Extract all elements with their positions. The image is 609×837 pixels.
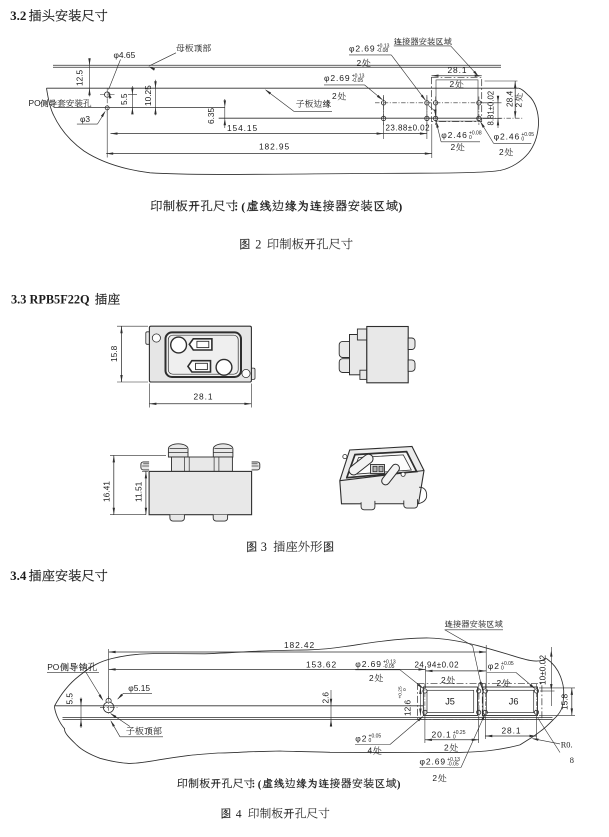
svg-text:0: 0 (369, 738, 372, 744)
svg-text:2: 2 (441, 675, 446, 685)
svg-text:+0.13: +0.13 (383, 660, 396, 666)
svg-text:24.94±0.02: 24.94±0.02 (415, 660, 460, 669)
svg-text:16.41: 16.41 (102, 481, 112, 502)
svg-text:2: 2 (444, 743, 449, 753)
svg-text:2.6: 2.6 (320, 692, 330, 704)
svg-text:φ5.15: φ5.15 (128, 683, 150, 693)
svg-text:PO: PO (47, 662, 60, 672)
svg-text:2: 2 (255, 237, 261, 251)
svg-text:(: ( (241, 199, 245, 213)
svg-text:2: 2 (450, 79, 455, 89)
svg-text:182.42: 182.42 (284, 640, 315, 650)
svg-text:+0.05: +0.05 (521, 132, 534, 138)
svg-text:3: 3 (261, 540, 267, 554)
svg-text:28.1: 28.1 (502, 726, 522, 736)
svg-text:φ4.65: φ4.65 (114, 50, 136, 60)
svg-text:φ2: φ2 (355, 733, 367, 743)
svg-text::: : (252, 778, 256, 790)
svg-text:153.62: 153.62 (306, 659, 337, 669)
svg-text:23.88±0.02: 23.88±0.02 (386, 124, 431, 133)
svg-text:PO: PO (29, 98, 42, 108)
svg-text:): ) (398, 199, 402, 213)
svg-text:J5: J5 (445, 697, 455, 707)
svg-text:20.1: 20.1 (432, 730, 452, 740)
svg-text:0: 0 (521, 137, 524, 143)
svg-text:-0.05: -0.05 (352, 78, 364, 84)
svg-text:4: 4 (368, 746, 373, 756)
svg-text:3.4: 3.4 (10, 568, 27, 583)
svg-text:+0.05: +0.05 (369, 734, 382, 740)
svg-text:154.15: 154.15 (227, 123, 258, 133)
svg-text:15.8: 15.8 (560, 693, 570, 710)
svg-text:8: 8 (570, 756, 574, 765)
svg-text:12.6: 12.6 (403, 699, 413, 716)
svg-text:15.8: 15.8 (109, 345, 119, 362)
svg-text:28.1: 28.1 (194, 392, 214, 402)
svg-text:+0.13: +0.13 (447, 757, 460, 763)
svg-text:2: 2 (357, 58, 362, 68)
svg-text:3.3 RPB5F22Q: 3.3 RPB5F22Q (11, 293, 90, 307)
svg-text:10±0.02: 10±0.02 (538, 655, 548, 685)
svg-text:0: 0 (453, 734, 456, 740)
svg-text:-0.08: -0.08 (377, 48, 389, 54)
svg-text:): ) (397, 778, 401, 790)
svg-text:11.51: 11.51 (134, 481, 144, 502)
svg-text:φ2.69: φ2.69 (355, 659, 382, 669)
svg-text:+0.13: +0.13 (352, 73, 365, 79)
svg-text:(: ( (258, 778, 262, 790)
svg-text:6.35: 6.35 (206, 107, 216, 124)
svg-text:φ2.69: φ2.69 (324, 73, 351, 83)
svg-text:J6: J6 (509, 697, 519, 707)
svg-text:2: 2 (369, 673, 374, 683)
svg-text:2: 2 (514, 103, 524, 108)
svg-text:+0.08: +0.08 (469, 131, 482, 137)
svg-text:12.5: 12.5 (75, 69, 85, 86)
svg-text:φ2.69: φ2.69 (349, 43, 376, 53)
svg-text:10.25: 10.25 (143, 85, 153, 106)
svg-text:+0.13: +0.13 (377, 44, 390, 50)
svg-text:+0.25: +0.25 (453, 730, 466, 736)
svg-text:φ3: φ3 (80, 114, 90, 124)
svg-text:+0.05: +0.05 (501, 661, 514, 667)
svg-text:2: 2 (497, 678, 502, 688)
svg-text:-0.05: -0.05 (447, 762, 459, 768)
svg-text:2: 2 (432, 773, 437, 783)
svg-text:28.4: 28.4 (505, 90, 515, 107)
svg-text:5.5: 5.5 (65, 693, 75, 705)
svg-text:8.81±0.02: 8.81±0.02 (487, 91, 496, 126)
svg-text:R0.: R0. (561, 741, 573, 750)
svg-text:φ2: φ2 (488, 661, 500, 671)
svg-text:2: 2 (451, 142, 456, 152)
svg-text:5.5: 5.5 (119, 93, 129, 105)
svg-text:2: 2 (499, 147, 504, 157)
svg-text:0: 0 (402, 688, 408, 691)
svg-text:0: 0 (469, 135, 472, 141)
svg-text:28.1: 28.1 (448, 65, 468, 75)
svg-text:φ2.46: φ2.46 (441, 130, 468, 140)
svg-text::: : (234, 199, 238, 213)
svg-text:182.95: 182.95 (259, 142, 290, 152)
svg-text:3.2: 3.2 (10, 8, 26, 23)
svg-text:-0.05: -0.05 (383, 664, 395, 670)
svg-text:φ2.69: φ2.69 (420, 757, 447, 767)
svg-text:4: 4 (236, 808, 242, 821)
svg-text:0: 0 (501, 666, 504, 672)
svg-text:φ2.46: φ2.46 (494, 132, 521, 142)
svg-text:2: 2 (332, 91, 337, 101)
svg-text:+0.25: +0.25 (398, 686, 404, 698)
